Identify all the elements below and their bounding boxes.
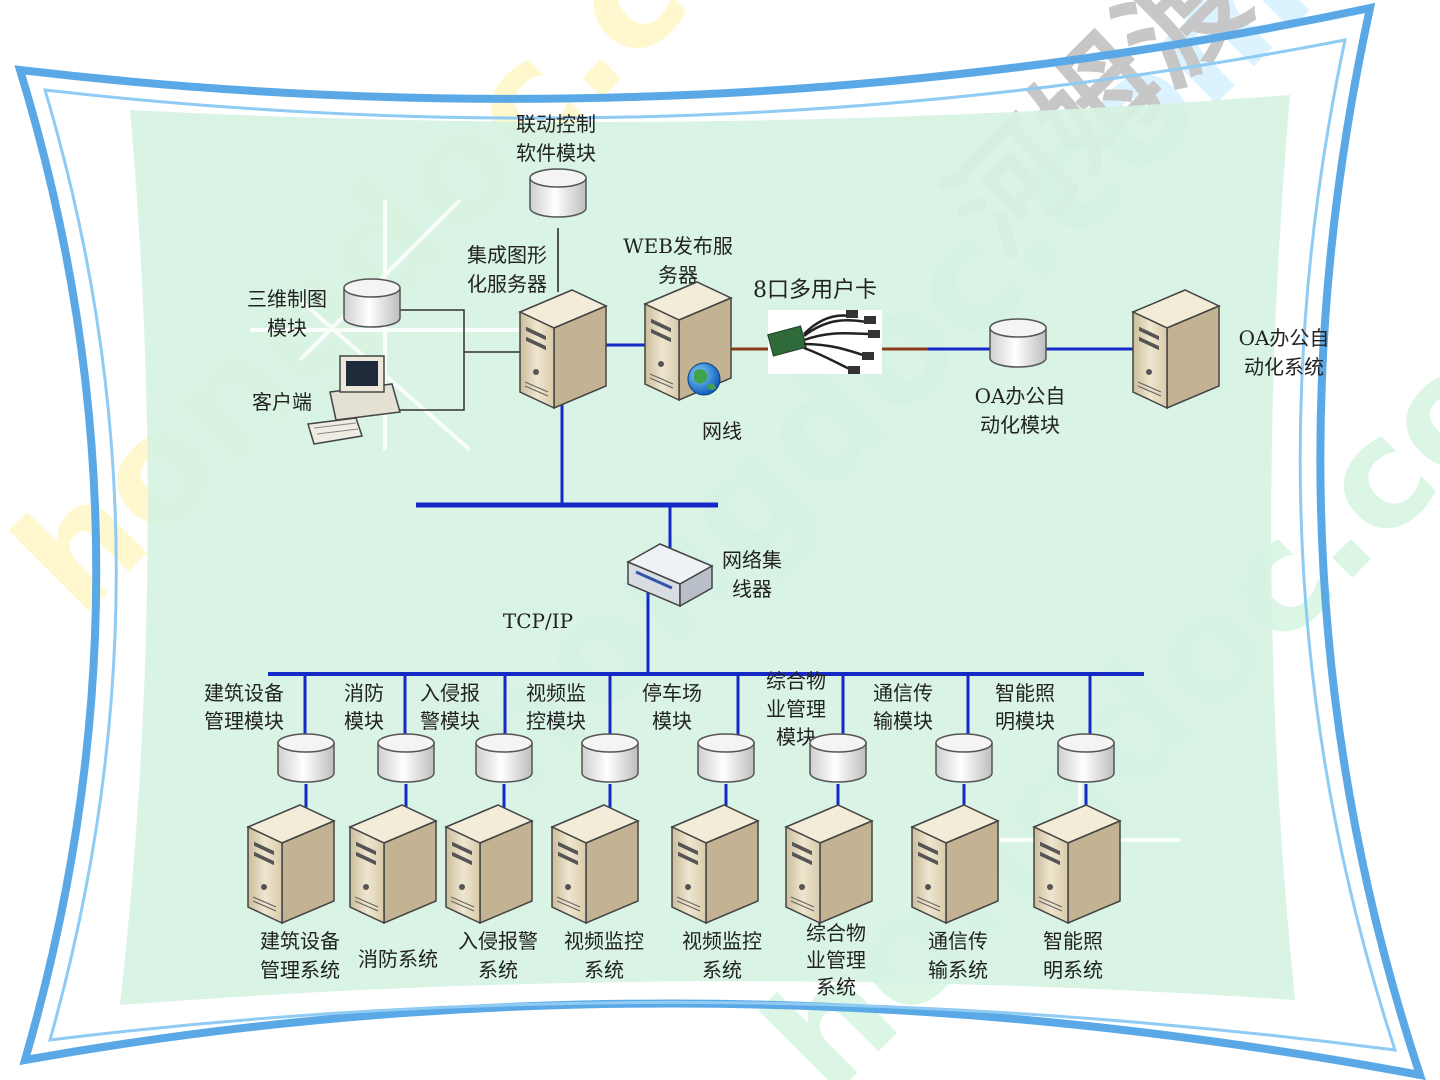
hub-label-1: 网络集: [722, 548, 782, 572]
system-label: 系统: [584, 958, 624, 982]
desktop-computer-icon: [307, 355, 401, 445]
module-label: 控模块: [526, 709, 586, 733]
three-d-module-node: 三维制图 模块: [247, 278, 401, 340]
linkage-module-label-1: 联动控制: [516, 112, 596, 136]
database-icon: [809, 733, 867, 783]
system-label: 入侵报警: [458, 929, 538, 953]
database-icon: [581, 733, 639, 783]
system-label: 系统: [816, 975, 856, 999]
module-label: 智能照: [995, 681, 1055, 705]
module-label: 视频监: [526, 681, 586, 705]
database-icon: [529, 168, 587, 218]
system-label: 建筑设备: [260, 929, 340, 953]
hub-label-2: 线器: [732, 577, 772, 601]
web-server-label-2: 务器: [658, 263, 698, 287]
server-icon: [445, 804, 533, 924]
oa-system-label-2: 动化系统: [1244, 355, 1324, 379]
system-label: 输系统: [928, 958, 988, 982]
protocol-label: TCP/IP: [503, 609, 573, 633]
system-label: 通信传: [928, 929, 988, 953]
server-icon: [247, 804, 335, 924]
module-label: 入侵报: [420, 681, 480, 705]
database-icon: [935, 733, 993, 783]
server-icon: [671, 804, 759, 924]
module-label: 管理模块: [204, 709, 284, 733]
database-icon: [697, 733, 755, 783]
network-hub-icon: [626, 543, 714, 608]
multiuser-card-label: 8口多用户卡: [753, 278, 877, 303]
module-label: 通信传: [873, 681, 933, 705]
system-label: 系统: [702, 958, 742, 982]
module-label: 模块: [652, 709, 692, 733]
graphics-server-node: 集成图形 化服务器: [467, 243, 607, 409]
connections: [268, 228, 1144, 676]
server-icon: [785, 804, 873, 924]
graphics-server-label-2: 化服务器: [467, 272, 547, 296]
client-label: 客户端: [252, 390, 312, 414]
client-node: 客户端: [252, 355, 401, 445]
system-label: 明系统: [1043, 958, 1103, 982]
line-client-group: [400, 309, 465, 411]
network-cable-node: 网线: [702, 419, 742, 443]
database-icon: [277, 733, 335, 783]
server-icon: [349, 804, 437, 924]
module-label: 模块: [344, 709, 384, 733]
database-icon: [475, 733, 533, 783]
web-server-label-1: WEB发布服: [623, 234, 733, 258]
oa-system-label-1: OA办公自: [1239, 326, 1330, 350]
system-label: 消防系统: [358, 947, 438, 971]
database-icon: [377, 733, 435, 783]
database-icon: [343, 278, 401, 328]
linkage-module-label-2: 软件模块: [516, 141, 596, 165]
server-icon: [519, 289, 607, 409]
oa-module-label-2: 动化模块: [980, 413, 1060, 437]
module-label: 综合物: [766, 669, 826, 693]
web-server-node: WEB发布服 务器: [623, 234, 733, 401]
server-icon: [911, 804, 999, 924]
multiuser-card-node: 8口多用户卡: [753, 278, 882, 374]
oa-module-node: OA办公自 动化模块: [975, 318, 1066, 437]
network-cable-label: 网线: [702, 419, 742, 443]
module-label: 业管理: [766, 697, 826, 721]
module-label: 消防: [344, 681, 384, 705]
oa-module-label-1: OA办公自: [975, 384, 1066, 408]
serial-card-icon: [767, 310, 882, 374]
database-icon: [1057, 733, 1115, 783]
subsystems: 建筑设备管理模块建筑设备管理系统消防模块消防系统入侵报警模块入侵报警系统视频监控…: [204, 669, 1121, 999]
three-d-module-label-1: 三维制图: [247, 287, 327, 311]
database-icon: [989, 318, 1047, 368]
linkage-module-node: 联动控制 软件模块: [516, 112, 596, 218]
system-label: 业管理: [806, 948, 866, 972]
graphics-server-label-1: 集成图形: [467, 243, 547, 267]
oa-system-node: OA办公自 动化系统: [1132, 289, 1330, 409]
module-label: 建筑设备: [204, 681, 284, 705]
module-label: 输模块: [873, 709, 933, 733]
server-icon: [1132, 289, 1220, 409]
system-label: 管理系统: [260, 958, 340, 982]
system-label: 视频监控: [564, 929, 644, 953]
server-icon: [551, 804, 639, 924]
module-label: 明模块: [995, 709, 1055, 733]
system-label: 视频监控: [682, 929, 762, 953]
three-d-module-label-2: 模块: [267, 316, 307, 340]
hub-node: 网络集 线器: [626, 543, 782, 608]
globe-icon: [687, 362, 721, 396]
system-label: 综合物: [806, 921, 866, 945]
system-label: 系统: [478, 958, 518, 982]
module-label: 停车场: [642, 681, 702, 705]
server-icon: [1033, 804, 1121, 924]
module-label: 警模块: [420, 709, 480, 733]
system-label: 智能照: [1043, 929, 1103, 953]
